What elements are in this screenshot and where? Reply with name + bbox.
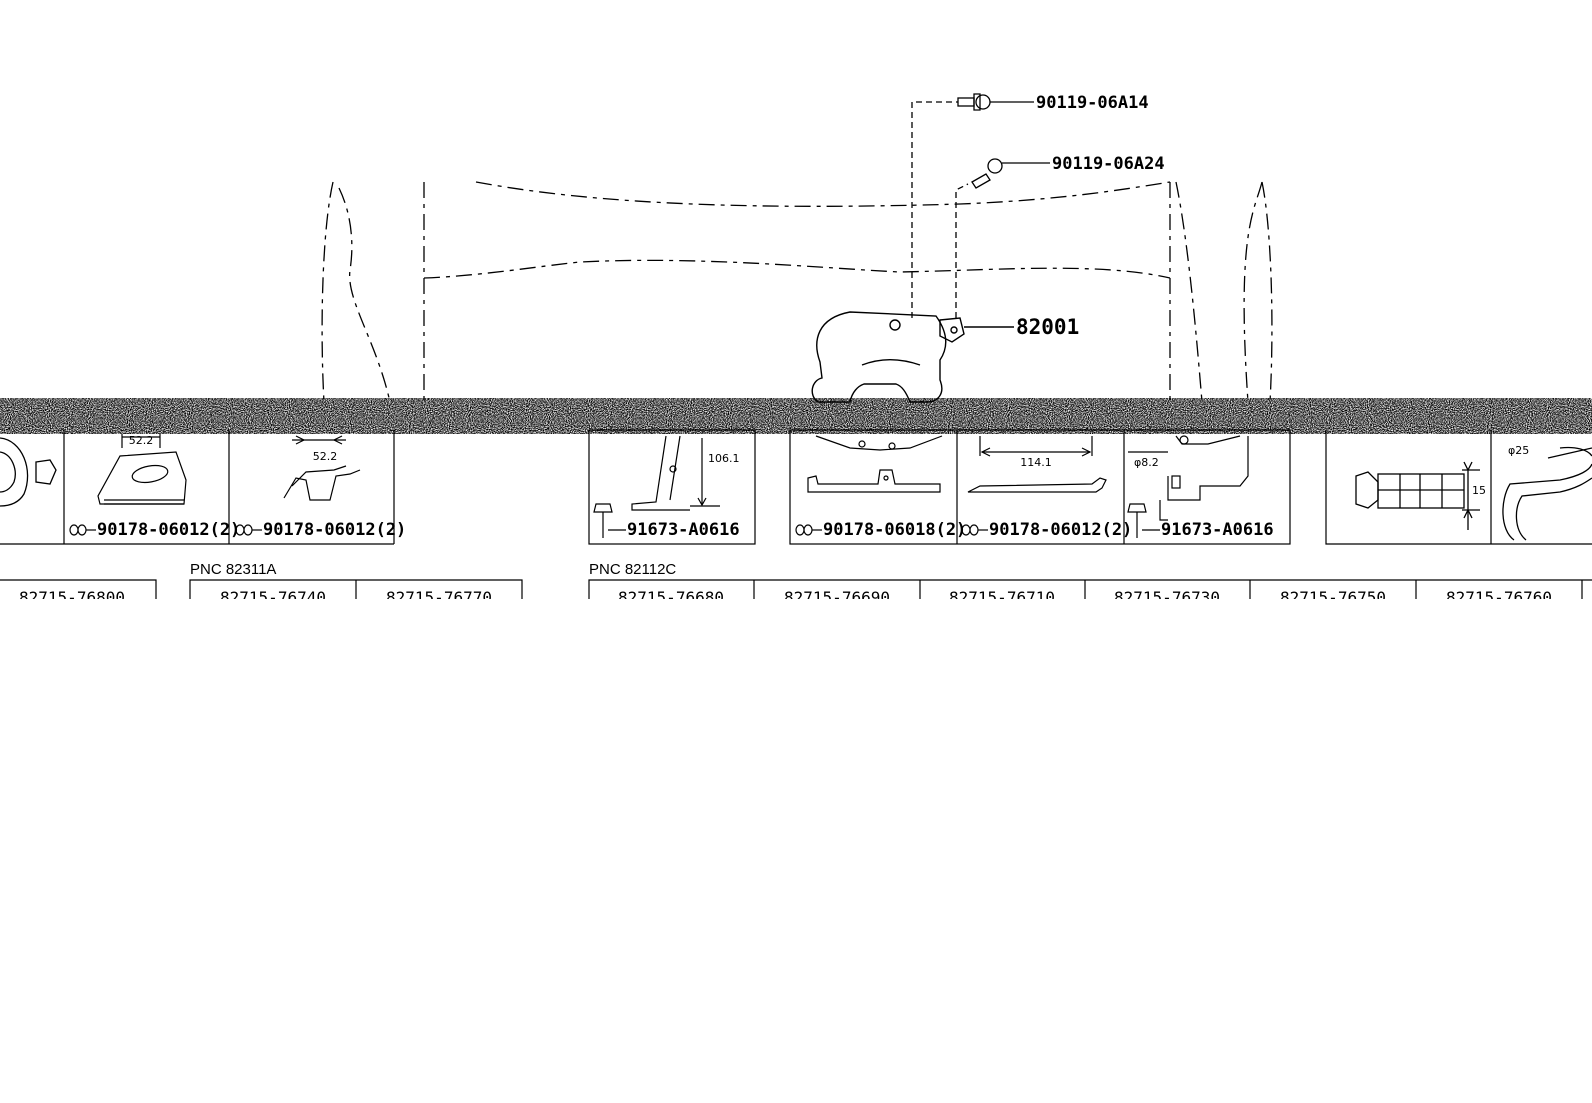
- bracket-drawing-5: [967, 436, 1107, 493]
- grommet-drawing: [1355, 461, 1480, 530]
- bolt-a14-callout: [911, 93, 1034, 318]
- bracket-drawing-3: [631, 435, 720, 511]
- bracket-drawing-2: [283, 435, 361, 501]
- cell-part-1: 90178-06012(2): [97, 520, 240, 540]
- cell-part-4: 90178-06018(2): [823, 520, 966, 540]
- dim-label: 15: [1472, 484, 1486, 497]
- callout-main-part: 82001: [1016, 315, 1079, 339]
- cell-part-2: 90178-06012(2): [263, 520, 406, 540]
- callout-bolt-a24: 90119-06A24: [1052, 154, 1165, 174]
- cell-part-3: 91673-A0616: [627, 520, 740, 540]
- dim-label: 114.1: [1020, 456, 1052, 469]
- junction-block-82001: [811, 311, 1014, 403]
- dim-label: 52.2: [129, 434, 154, 447]
- cell-part-5: 90178-06012(2): [989, 520, 1132, 540]
- clamp-drawing: [0, 437, 57, 507]
- detail-cells: [0, 429, 1592, 545]
- bracket-drawing-6: [1128, 435, 1249, 521]
- bolt-icon: [957, 97, 975, 107]
- fastener-icons: [69, 503, 1160, 538]
- cell-part-6: 91673-A0616: [1161, 520, 1274, 540]
- bracket-drawing-1: [97, 434, 187, 505]
- callout-bolt-a14: 90119-06A14: [1036, 93, 1149, 113]
- part-number-table: [0, 579, 1592, 600]
- blank-area: [0, 599, 1592, 1099]
- dim-label: 106.1: [708, 452, 740, 465]
- pnc-label-82112c: PNC 82112C: [589, 561, 676, 578]
- clip-drawing: [1502, 446, 1592, 541]
- vehicle-outline: [321, 181, 1273, 403]
- bracket-drawing-4: [807, 435, 943, 493]
- noise-band: [0, 398, 1592, 434]
- dim-label: 52.2: [313, 450, 338, 463]
- dim-label: φ8.2: [1134, 456, 1159, 469]
- pnc-label-82311a: PNC 82311A: [190, 561, 276, 578]
- bolt-icon: [971, 173, 991, 189]
- dim-label: φ25: [1508, 444, 1529, 457]
- bolt-a24-callout: [955, 158, 1050, 318]
